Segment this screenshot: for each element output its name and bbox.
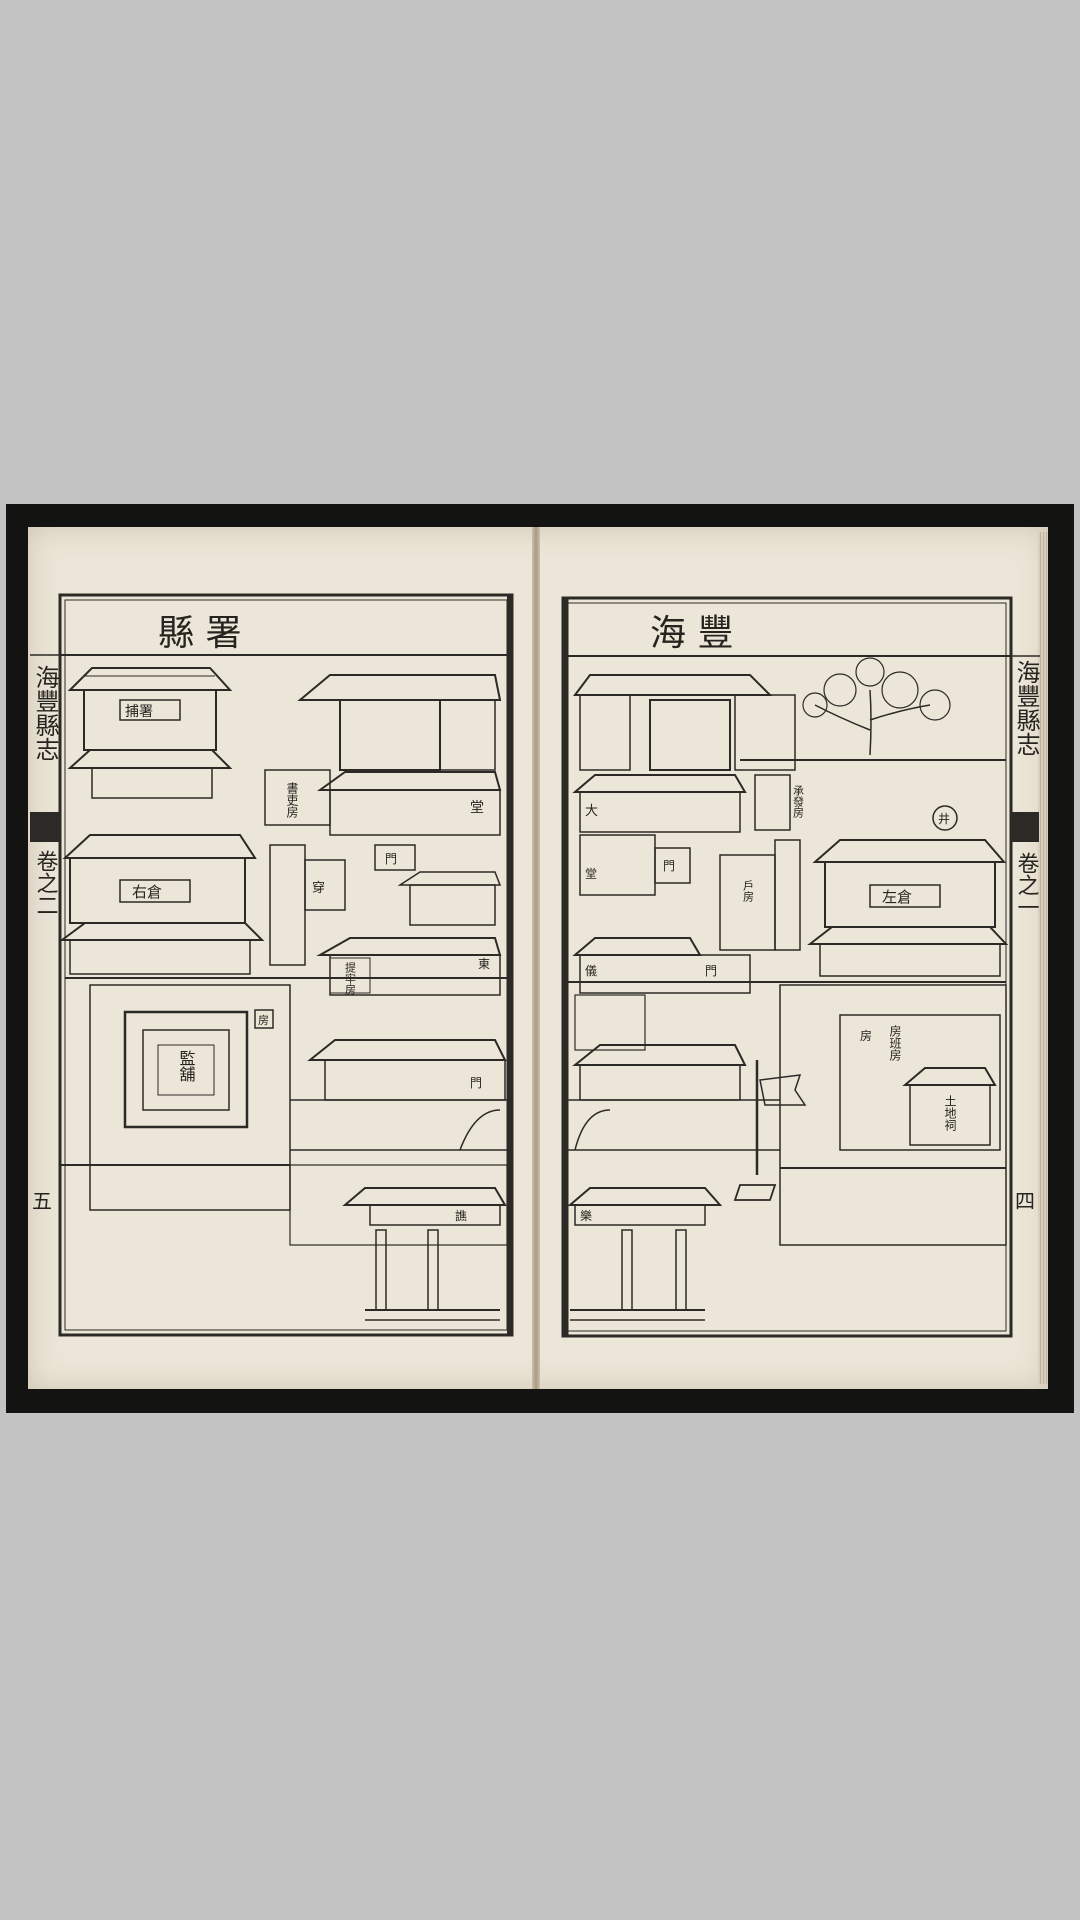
- label-chuan: 穿: [312, 880, 325, 896]
- label-fang-right: 房: [860, 1028, 872, 1043]
- label-tang: 堂: [470, 800, 484, 816]
- right-page: 海 豐 海豐縣志 卷之一 四 大 承發房 堂: [561, 596, 1040, 1338]
- book-gutter: [532, 527, 540, 1389]
- tree-illustration: [740, 657, 1006, 761]
- left-leaf-number: 五: [32, 1189, 52, 1213]
- right-volume: 卷之一: [1014, 852, 1040, 918]
- label-tang-right: 堂: [585, 867, 597, 881]
- left-pailou: 譙: [342, 1187, 507, 1321]
- left-margin-title: 海豐縣志: [31, 665, 59, 761]
- label-men-upper: 門: [663, 859, 675, 873]
- left-mid-offices: 穿 門 提牢房 東: [269, 844, 502, 996]
- label-youcang: 右倉: [132, 883, 162, 901]
- left-banner-title: 縣 署: [158, 613, 241, 654]
- right-leaf-number: 四: [1015, 1189, 1035, 1213]
- label-fang-tag: 房: [258, 1014, 269, 1027]
- label-chengfa: 承發房: [792, 785, 805, 819]
- right-shrine-court: 房班房 房 土地祠: [779, 984, 1007, 1246]
- flagpole-illustration: [733, 1060, 807, 1201]
- label-yue: 樂: [580, 1208, 592, 1223]
- book-fore-edge: [1038, 532, 1048, 1384]
- label-yi: 儀: [585, 964, 597, 978]
- right-pailou: 樂: [567, 1187, 723, 1321]
- right-hall-upper: 大 承發房 堂: [572, 674, 805, 881]
- right-mid-offices: 門 戶房 儀 門: [572, 834, 801, 994]
- label-dong: 東: [478, 957, 490, 971]
- left-granary: 右倉: [58, 834, 265, 975]
- label-zuocang: 左倉: [882, 888, 912, 906]
- left-lower-gate: 門: [289, 1039, 508, 1246]
- label-men-lower: 門: [470, 1076, 482, 1090]
- right-granary: 左倉: [807, 839, 1009, 977]
- label-hufang: 戶房: [742, 880, 755, 903]
- label-jing: 井: [938, 812, 950, 826]
- label-bushu: 捕署: [125, 704, 153, 720]
- label-tudici: 土地祠: [943, 1095, 957, 1131]
- label-men-lower-right: 門: [705, 964, 717, 978]
- label-men-inner: 門: [385, 852, 397, 866]
- label-shuli: 書吏房: [285, 782, 299, 818]
- well-marker: 井: [932, 805, 958, 831]
- left-building-top: 捕署: [67, 667, 233, 799]
- label-da: 大: [585, 804, 598, 819]
- label-jianpu: 監舖: [177, 1050, 196, 1082]
- right-lower-court: [568, 994, 780, 1151]
- left-hall-upper: 堂 書吏房: [264, 674, 502, 836]
- right-margin-title: 海豐縣志: [1012, 660, 1040, 756]
- right-banner-title: 海 豐: [650, 613, 733, 654]
- right-fishtail-mark: [1011, 812, 1039, 842]
- label-qiao: 譙: [455, 1208, 467, 1223]
- left-fishtail-mark: [30, 812, 60, 842]
- left-volume: 卷之二: [33, 850, 59, 916]
- left-prison-yard: 監舖 房: [60, 984, 291, 1211]
- label-banfang: 房班房: [888, 1024, 902, 1061]
- left-page: 縣 署 海豐縣志 卷之二 五 捕署 堂 書吏房: [30, 593, 514, 1337]
